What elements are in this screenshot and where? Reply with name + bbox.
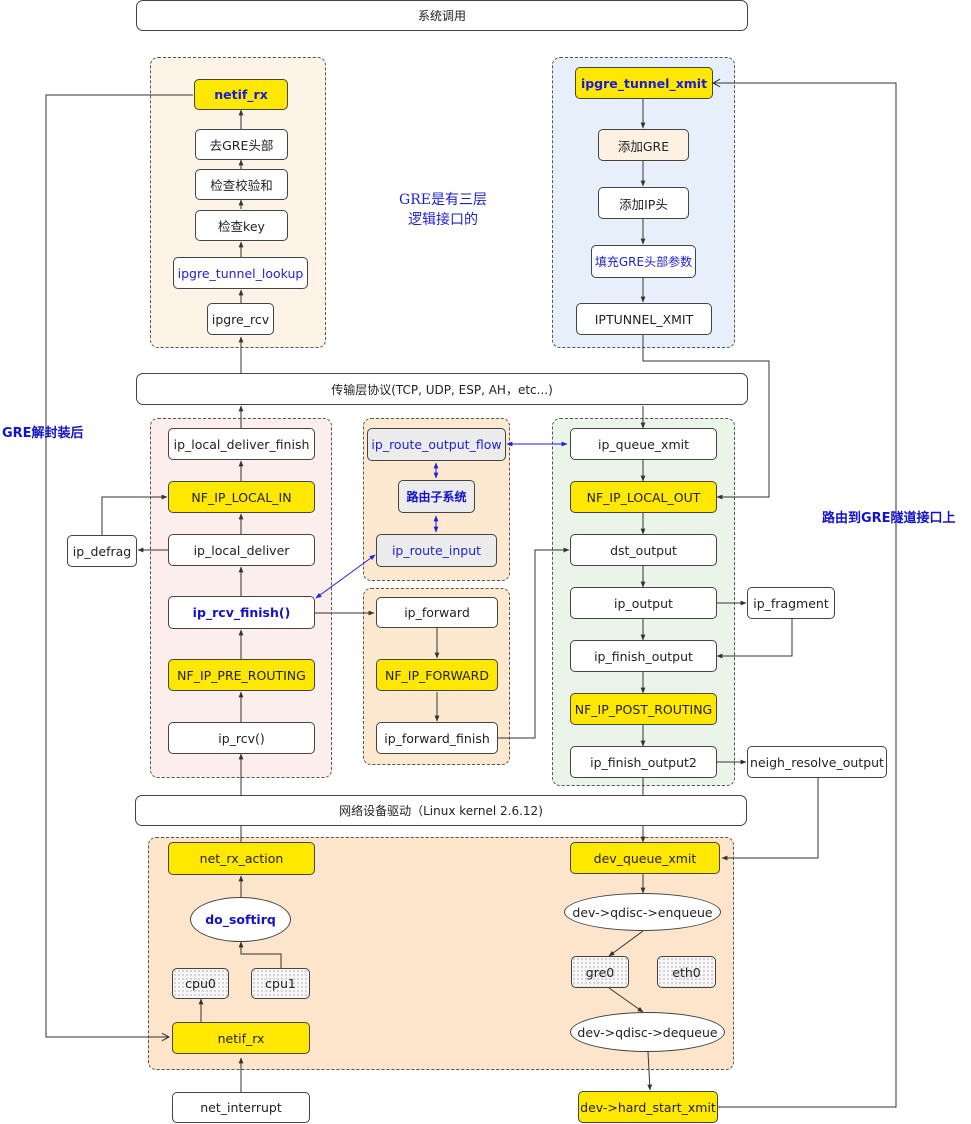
arrow-iptunnel-to-local-out (642, 335, 770, 500)
ip-fragment-node: ip_fragment (747, 587, 835, 619)
checksum-node: 检查校验和 (195, 169, 288, 200)
add-gre-node: 添加GRE (598, 129, 689, 161)
ipgre-tunnel-lookup-node: ipgre_tunnel_lookup (173, 257, 308, 289)
nf-ip-local-out-node: NF_IP_LOCAL_OUT (570, 481, 717, 513)
arrow-neigh-to-dev-queue-xmit (721, 778, 819, 861)
qdisc-enqueue-node: dev->qdisc->enqueue (564, 893, 721, 931)
nf-ip-forward-node: NF_IP_FORWARD (376, 659, 498, 691)
check-key-node: 检查key (195, 210, 288, 241)
dst-output-node: dst_output (570, 534, 717, 566)
dev-queue-xmit-node: dev_queue_xmit (570, 842, 720, 874)
ip-rcv-finish-node: ip_rcv_finish() (168, 596, 315, 629)
ip-finish-output-node: ip_finish_output (570, 640, 717, 672)
fill-gre-params-node: 填充GRE头部参数 (591, 245, 696, 278)
strip-gre-header-node: 去GRE头部 (195, 129, 288, 160)
arrow-gre-decap-loop (45, 94, 193, 1042)
ip-defrag-node: ip_defrag (67, 535, 137, 567)
nf-ip-pre-routing-node: NF_IP_PRE_ROUTING (168, 659, 315, 691)
add-ip-header-node: 添加IP头 (598, 187, 689, 219)
ip-local-deliver-node: ip_local_deliver (168, 534, 315, 566)
ip-forward-node: ip_forward (376, 597, 498, 628)
arrow-fragment-to-finish-output (716, 619, 793, 659)
net-rx-action-node: net_rx_action (168, 842, 315, 875)
qdisc-dequeue-node: dev->qdisc->dequeue (570, 1012, 725, 1052)
arrow-rcv-finish-to-route-input (315, 554, 376, 599)
ip-route-output-flow-node: ip_route_output_flow (367, 428, 506, 461)
layer3-note: GRE是有三层 逻辑接口的 (399, 192, 487, 228)
ipgre-tunnel-xmit-node: ipgre_tunnel_xmit (575, 67, 713, 99)
iptunnel-xmit-node: IPTUNNEL_XMIT (576, 303, 712, 335)
arrow-gre0-to-dequeue (608, 987, 644, 1013)
routing-subsystem-node: 路由子系统 (398, 480, 475, 513)
ip-output-node: ip_output (570, 587, 717, 619)
arrow-defrag-to-local-in (101, 494, 168, 535)
nf-ip-local-in-node: NF_IP_LOCAL_IN (168, 481, 315, 513)
net-interrupt-node: net_interrupt (172, 1092, 310, 1123)
eth0-node: eth0 (657, 956, 716, 988)
arrow-cpu1-to-softirq (238, 941, 282, 968)
cpu0-node: cpu0 (172, 968, 229, 999)
neigh-resolve-output-node: neigh_resolve_output (747, 746, 887, 778)
arrow-forward-finish-to-dst-output (498, 547, 570, 739)
ip-forward-finish-node: ip_forward_finish (376, 722, 498, 754)
netdev-bar: 网络设备驱动（Linux kernel 2.6.12) (135, 795, 747, 826)
gre-netif-rx-node: netif_rx (194, 79, 288, 110)
nf-ip-post-routing-node: NF_IP_POST_ROUTING (570, 693, 717, 725)
route-to-gre-tunnel-note: 路由到GRE隧道接口上 (822, 511, 956, 526)
syscall-bar: 系统调用 (136, 0, 748, 31)
arrow-dequeue-to-hard-start (647, 1051, 653, 1091)
arrow-route-to-gre-tunnel (711, 78, 897, 1108)
gre0-node: gre0 (571, 956, 629, 988)
ip-finish-output2-node: ip_finish_output2 (570, 746, 717, 778)
cpu1-node: cpu1 (251, 968, 310, 999)
ip-queue-xmit-node: ip_queue_xmit (570, 428, 717, 460)
gre-decap-note: GRE解封装后 (2, 426, 84, 441)
dev-hard-start-xmit-node: dev->hard_start_xmit (578, 1091, 718, 1123)
transport-bar: 传输层协议(TCP, UDP, ESP, AH，etc...) (136, 373, 748, 405)
do-softirq-node: do_softirq (190, 897, 291, 942)
ipgre-rcv-node: ipgre_rcv (207, 303, 274, 335)
driver-netif-rx-node: netif_rx (172, 1022, 310, 1054)
ip-route-input-node: ip_route_input (376, 534, 497, 567)
ip-local-deliver-finish-node: ip_local_deliver_finish (168, 428, 315, 460)
ip-rcv-node: ip_rcv() (168, 722, 315, 754)
arrow-enqueue-to-gre0 (608, 930, 644, 957)
